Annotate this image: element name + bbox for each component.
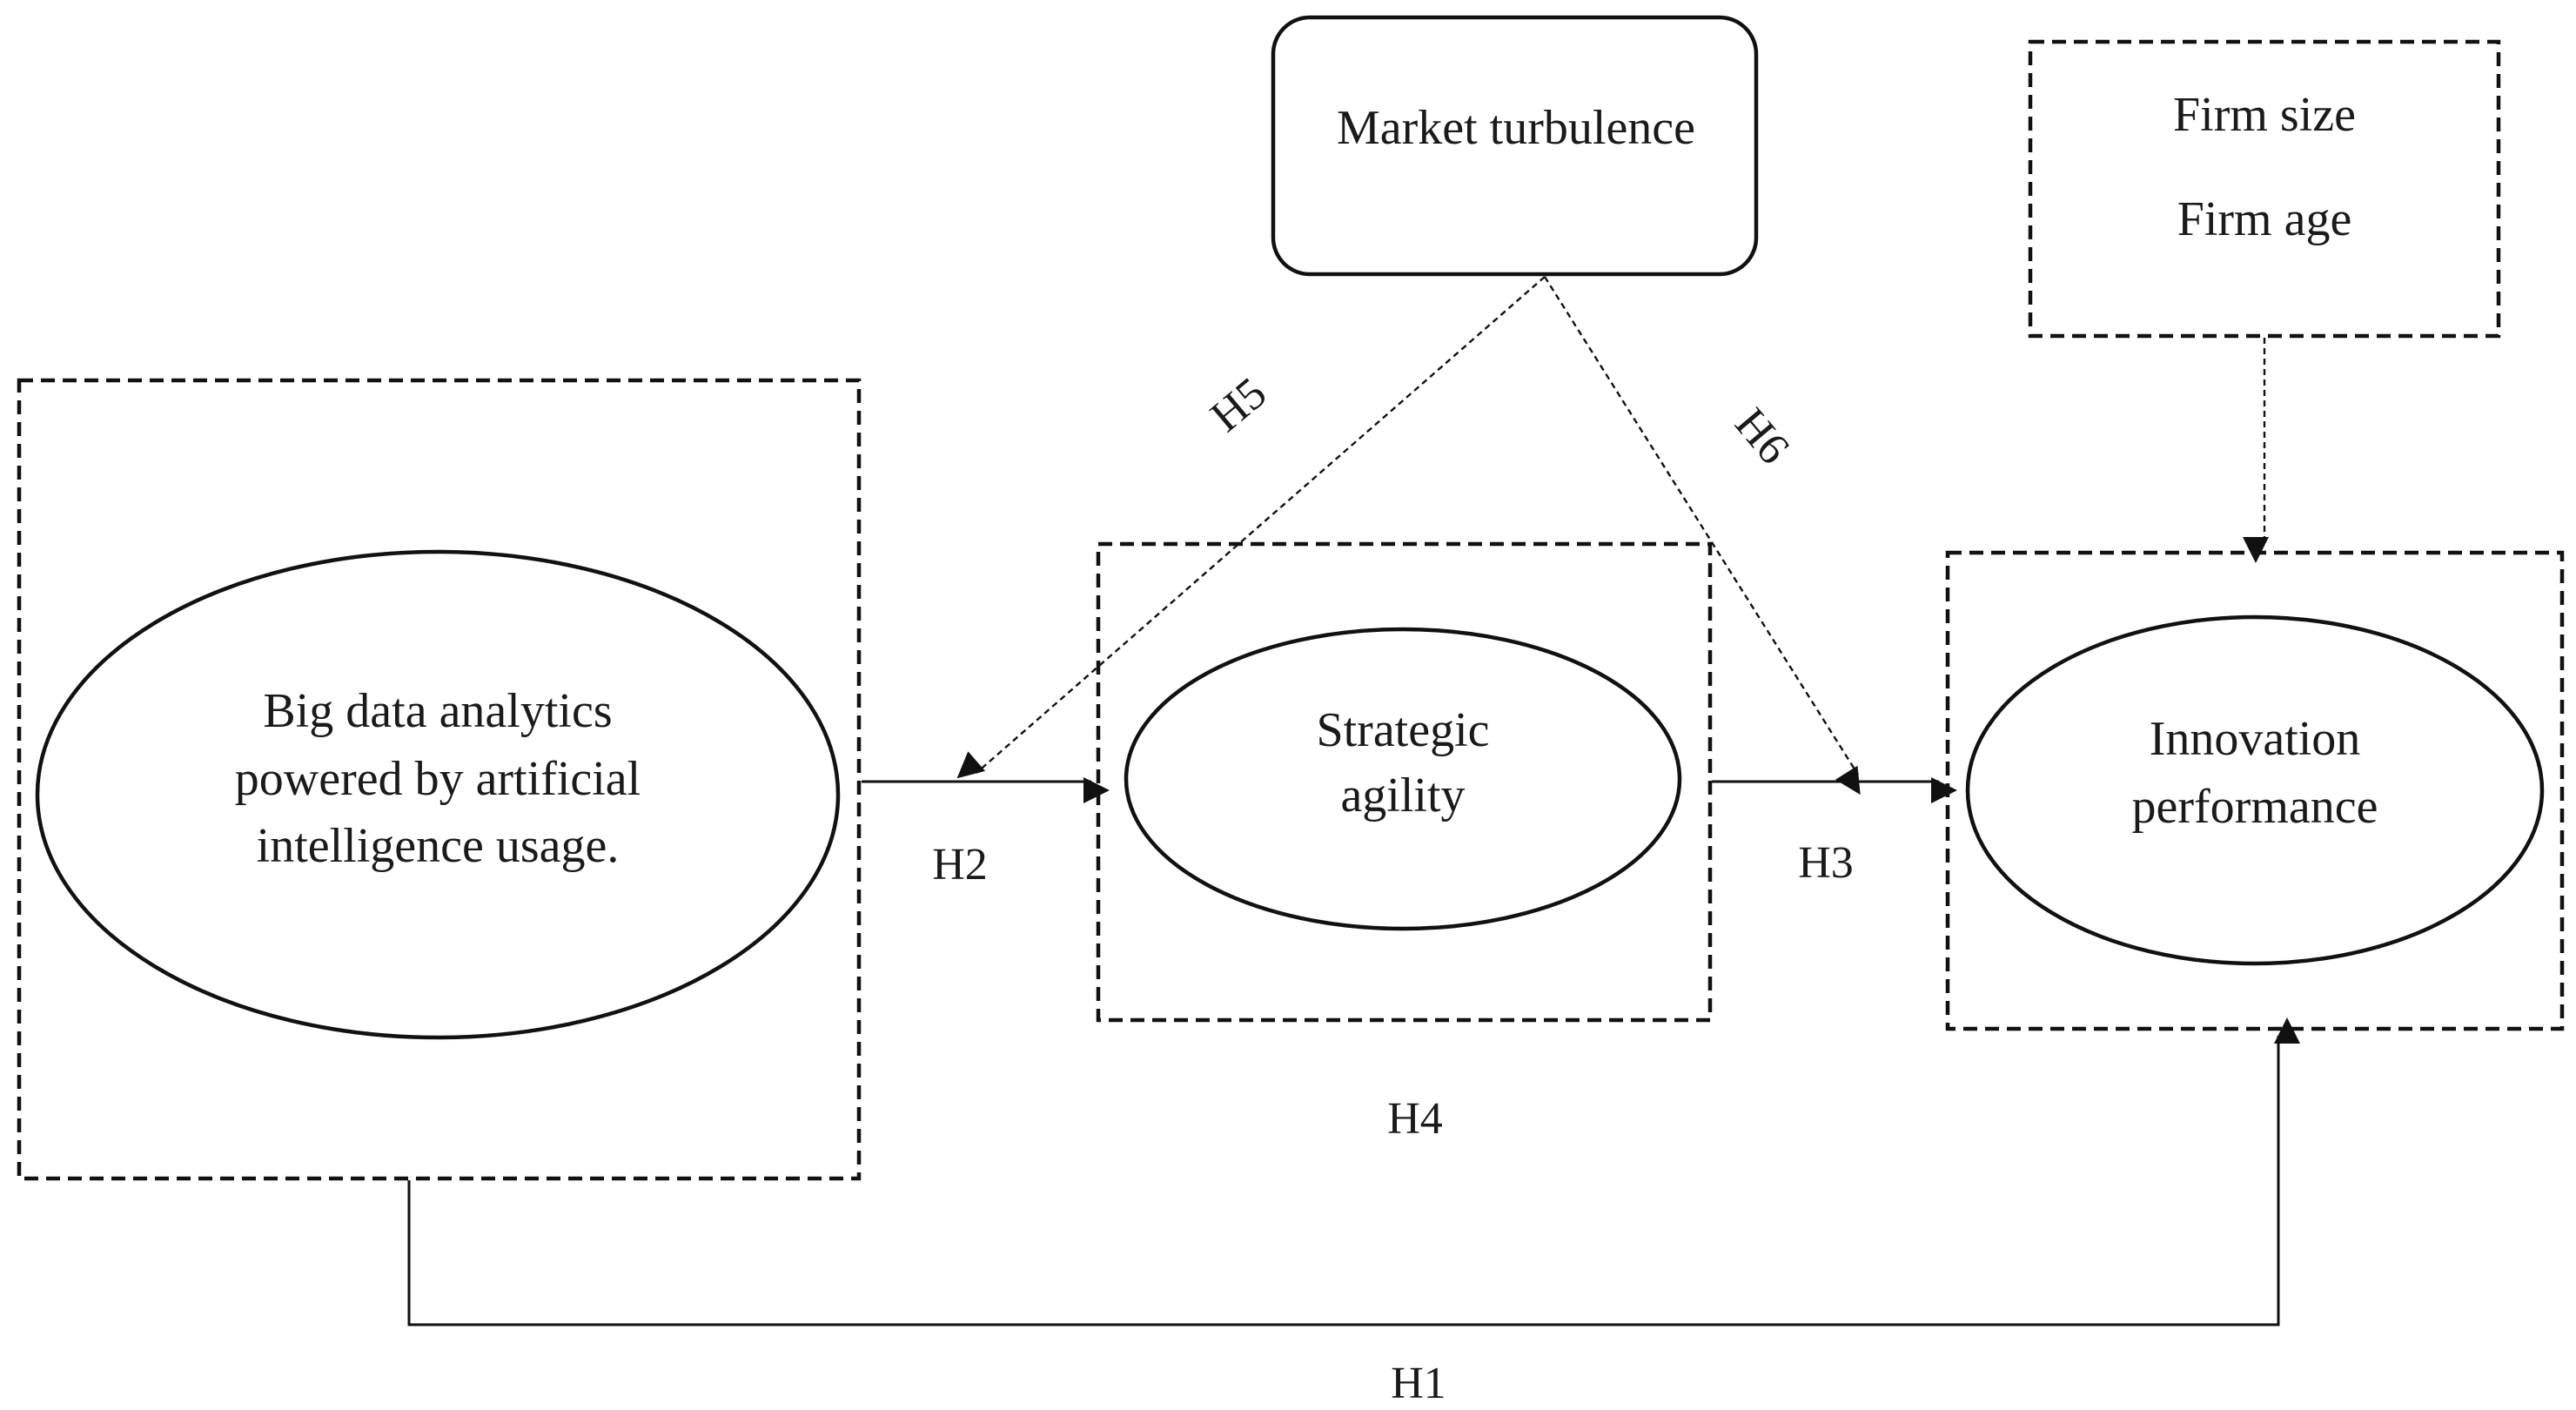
- h3-label: H3: [1798, 838, 1854, 888]
- h1-label: H1: [1391, 1359, 1446, 1408]
- control-firm-age: Firm age: [2177, 192, 2352, 246]
- market-turbulence-label: Market turbulence: [1337, 101, 1695, 155]
- market-turbulence-construct: Market turbulence: [1271, 15, 1759, 277]
- agility-label-line-1: Strategic: [1316, 703, 1489, 757]
- h5-moderation-arrow: [956, 276, 1546, 779]
- innovation-label-line-2: performance: [2132, 780, 2378, 834]
- control-variables-box: [2028, 39, 2501, 339]
- control-firm-size: Firm size: [2173, 88, 2356, 142]
- h6-label: H6: [1725, 400, 1799, 473]
- h6-moderation-arrow: [1543, 276, 1861, 796]
- agility-label-line-2: agility: [1340, 769, 1465, 822]
- agility-construct: Strategic agility: [1096, 541, 1713, 1023]
- bda-label-line-3: intelligence usage.: [257, 819, 620, 873]
- bda-label-line-1: Big data analytics: [263, 684, 612, 738]
- bda-label-line-2: powered by artificial: [235, 752, 641, 806]
- bda-ellipse: [35, 549, 841, 1040]
- control-variables-construct: Firm size Firm age: [2028, 39, 2501, 339]
- market-turbulence-box: [1271, 15, 1759, 277]
- innovation-label-line-1: Innovation: [2150, 712, 2361, 766]
- innovation-ellipse: [1965, 614, 2545, 966]
- bda-dashed-box: [17, 378, 862, 1181]
- h2-label: H2: [932, 840, 988, 890]
- h1-path-arrow: [407, 1017, 2300, 1326]
- bda-construct: Big data analytics powered by artificial…: [17, 378, 862, 1181]
- innovation-construct: Innovation performance: [1945, 550, 2565, 1031]
- agility-ellipse: [1124, 627, 1682, 931]
- h4-label: H4: [1387, 1094, 1443, 1144]
- h5-label: H5: [1202, 368, 1276, 442]
